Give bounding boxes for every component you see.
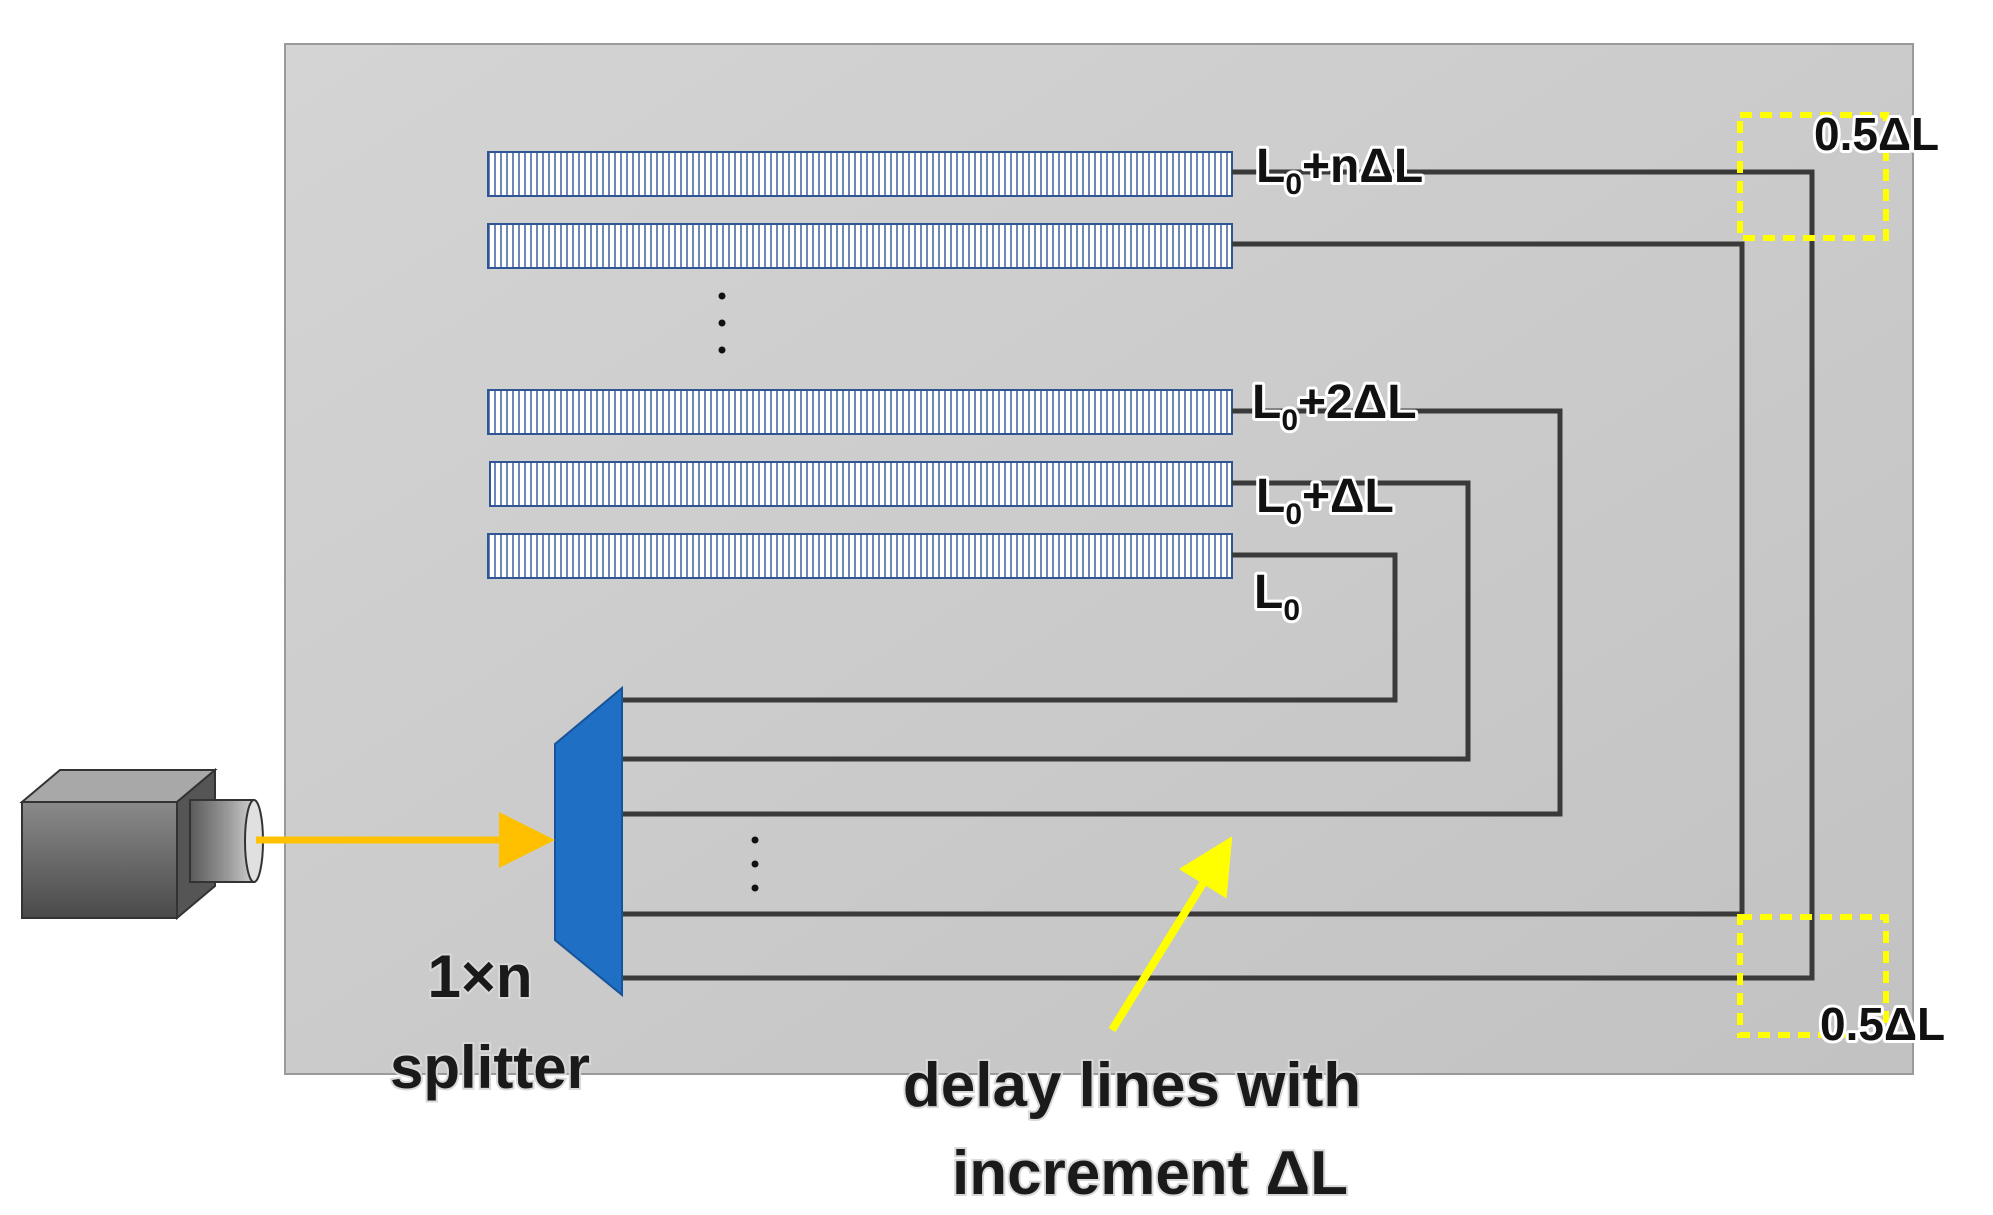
- highlight-box-top: [1737, 112, 1889, 241]
- delay-line-bars: [487, 151, 1233, 579]
- highlight-box-bottom: [1737, 914, 1889, 1038]
- label-half-bottom: 0.5ΔL: [1820, 998, 1945, 1050]
- splitter-trapezoid-icon: [554, 685, 623, 998]
- caption-line1: delay lines with: [903, 1051, 1361, 1120]
- fiber-route-0: [622, 552, 1398, 703]
- label-line-2: L0+2ΔL: [1252, 376, 1417, 437]
- delay-line-2: [487, 389, 1233, 435]
- fiber-route-n: [622, 169, 1815, 981]
- splitter-label-line2: splitter: [390, 1034, 590, 1101]
- vertical-ellipsis-fibers: [751, 836, 759, 892]
- fiber-route-1: [622, 480, 1471, 762]
- delay-line-n-minus-1: [487, 223, 1233, 269]
- light-source-box-icon: [19, 767, 264, 921]
- delay-line-n: [487, 151, 1233, 197]
- label-line-n: L0+nΔL: [1256, 140, 1423, 201]
- label-line-1: L0+ΔL: [1256, 470, 1394, 531]
- delay-line-1: [489, 461, 1233, 507]
- fiber-route-2: [622, 408, 1563, 817]
- pointer-arrow: [1108, 836, 1233, 1033]
- splitter-label-line1: 1×n: [427, 943, 532, 1010]
- caption-line2: increment ΔL: [952, 1139, 1348, 1208]
- vertical-ellipsis-bars: [718, 292, 726, 354]
- delay-line-0: [487, 533, 1233, 579]
- label-half-top: 0.5ΔL: [1814, 108, 1939, 160]
